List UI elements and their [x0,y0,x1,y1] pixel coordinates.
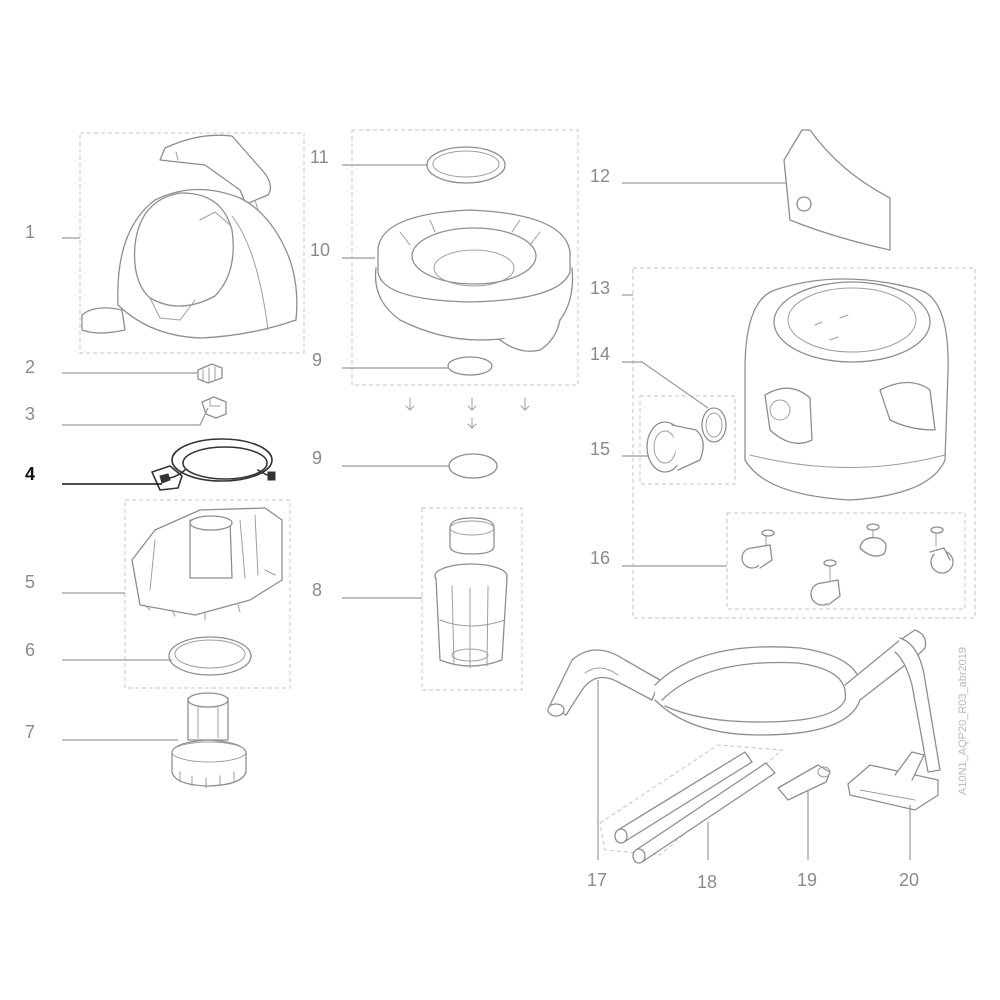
caster-3 [859,523,887,557]
callout-1: 1 [25,222,35,242]
part-1-top-cover [81,134,298,339]
part-15-inlet [646,421,704,473]
callout-3: 3 [25,404,35,424]
drawing-code-watermark: A10N1_AQP20_R03_abr2019 [957,647,969,795]
callout-11: 11 [310,147,329,167]
caster-1 [741,529,775,569]
part-17-hose [547,629,941,773]
group-box-1 [79,132,305,354]
part-4-power-cord [151,438,276,491]
callout-20: 20 [899,870,919,890]
part-3-clip [201,396,227,419]
group-box-13 [632,267,976,619]
callout-15: 15 [590,439,610,459]
callout-19: 19 [797,870,817,890]
callout-2: 2 [25,357,35,377]
part-16-casters [741,523,954,606]
part-19-crevice-nozzle [777,764,831,801]
group-box-14 [639,395,736,485]
part-7-motor [171,692,247,789]
callout-8: 8 [312,580,322,600]
callout-labels: 1 2 3 4 5 6 7 8 9 9 10 11 12 13 14 15 16… [25,147,919,892]
leader-14 [622,361,709,409]
part-13-tank [744,278,949,501]
callout-4: 4 [25,464,35,484]
part-6-gasket-ring [168,636,252,676]
group-box-5 [124,499,291,689]
part-9-lower-disc [448,453,498,479]
callout-9-upper: 9 [312,350,322,370]
callout-14: 14 [590,344,610,364]
part-18-tubes [614,751,776,864]
callout-12: 12 [590,166,610,186]
callout-7: 7 [25,722,35,742]
leader-lines [62,164,911,860]
leader-3 [62,407,209,426]
assembly-arrows [405,397,530,429]
part-10-filter-housing [374,209,574,352]
callout-5: 5 [25,572,35,592]
part-12-front-panel [783,129,891,251]
callout-9-lower: 9 [312,448,322,468]
part-5-motor-housing [131,507,283,621]
part-14-seal [701,407,727,443]
caster-4 [929,526,954,574]
group-box-16 [726,512,966,610]
callout-13: 13 [590,278,610,298]
part-11-ring [426,146,506,184]
part-8-filter-cage [434,517,508,669]
callout-6: 6 [25,640,35,660]
callout-17: 17 [587,870,607,890]
part-9-upper-disc [447,356,493,376]
part-20-floor-nozzle [847,751,939,811]
part-2-switch [197,363,223,384]
callout-18: 18 [697,872,717,892]
caster-2 [810,559,841,606]
callout-16: 16 [590,548,610,568]
group-box-8 [421,507,523,691]
callout-10: 10 [310,240,330,260]
